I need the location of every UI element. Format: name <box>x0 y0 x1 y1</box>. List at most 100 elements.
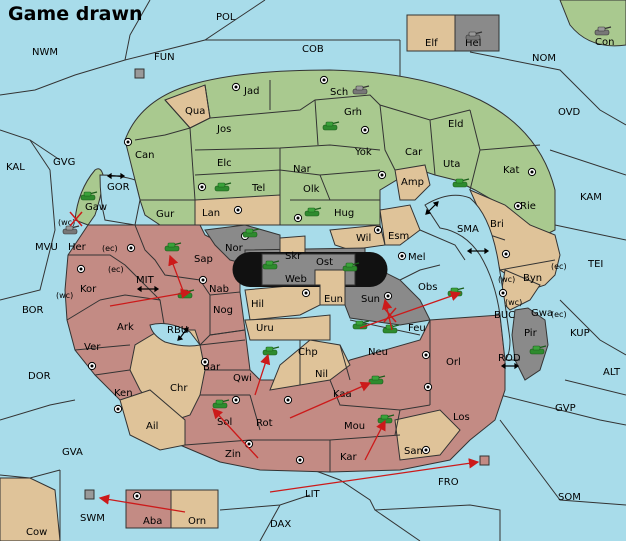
label-grh: Grh <box>344 107 362 118</box>
label-swm: SWM <box>80 513 105 524</box>
label-byn-ec: (ec) <box>551 262 567 271</box>
label-car: Car <box>405 147 423 158</box>
label-gwa-wc: (wc) <box>505 298 522 307</box>
label-los: Los <box>453 412 470 423</box>
continent <box>64 69 561 473</box>
label-lan: Lan <box>202 208 220 219</box>
label-eun: Eun <box>324 294 343 305</box>
label-uta: Uta <box>443 159 460 170</box>
label-kor-wc: (wc) <box>56 291 73 300</box>
game-title: Game drawn <box>8 3 143 25</box>
label-gaw: Gaw <box>85 202 107 213</box>
sea-rbu[interactable] <box>149 323 201 347</box>
label-olk: Olk <box>303 184 320 195</box>
label-bor: BOR <box>22 305 44 316</box>
label-her: Her <box>68 242 87 253</box>
units <box>62 26 612 500</box>
label-bri: Bri <box>490 219 504 230</box>
label-tel: Tel <box>251 183 265 194</box>
label-ail: Ail <box>146 421 158 432</box>
label-rie: Rie <box>520 201 536 212</box>
label-ken: Ken <box>114 388 133 399</box>
region-labels: POL NWM FUN COB NOM Con Elf Hel OVD KAL … <box>6 12 621 538</box>
label-esm: Esm <box>388 231 409 242</box>
label-buc: BUC <box>494 310 515 321</box>
region-orn[interactable] <box>170 489 219 529</box>
label-qwi: Qwi <box>233 373 252 384</box>
label-jos: Jos <box>216 124 231 135</box>
label-dor: DOR <box>28 371 51 382</box>
label-wil: Wil <box>356 233 371 244</box>
label-ark: Ark <box>117 322 134 333</box>
label-pol: POL <box>216 12 236 23</box>
label-mou: Mou <box>344 421 365 432</box>
label-rot: Rot <box>256 418 273 429</box>
label-nar: Nar <box>293 164 312 175</box>
label-nom: NOM <box>532 53 556 64</box>
label-kat: Kat <box>503 165 520 176</box>
label-orl: Orl <box>446 357 461 368</box>
label-amp: Amp <box>401 177 424 188</box>
label-kor-ec: (ec) <box>108 265 124 274</box>
label-skr: Skr <box>285 251 302 262</box>
label-lit: LIT <box>305 489 321 500</box>
label-mit: MIT <box>136 275 155 286</box>
label-gor: GOR <box>107 182 130 193</box>
label-gvg: GVG <box>53 157 75 168</box>
label-sam: Sam <box>404 446 426 457</box>
label-ver: Ver <box>84 342 101 353</box>
label-zin: Zin <box>225 449 241 460</box>
label-hug: Hug <box>334 208 354 219</box>
label-byn: Byn <box>523 273 542 284</box>
label-kar: Kar <box>340 452 358 463</box>
label-nab: Nab <box>209 284 229 295</box>
label-aba: Aba <box>143 516 162 527</box>
label-rbu: RBU <box>167 325 188 336</box>
label-chp: Chp <box>298 347 318 358</box>
label-can: Can <box>135 150 154 161</box>
order-arrows <box>98 254 480 513</box>
label-gaw-wc: (wc) <box>58 218 75 227</box>
label-cob: COB <box>302 44 324 55</box>
label-yok: Yok <box>354 147 372 158</box>
label-dax: DAX <box>270 519 291 530</box>
label-mvu: MVU <box>35 242 58 253</box>
sea-sma[interactable] <box>424 194 511 362</box>
label-kup: KUP <box>570 328 590 339</box>
label-alt: ALT <box>603 367 621 378</box>
label-rod: ROD <box>498 353 521 364</box>
label-feu: Feu <box>408 323 426 334</box>
label-nor: Nor <box>225 243 244 254</box>
label-mel: Mel <box>408 252 426 263</box>
dislodge-marks <box>69 211 397 323</box>
label-kam: KAM <box>580 192 602 203</box>
label-sun: Sun <box>361 294 380 305</box>
label-hel: Hel <box>465 38 481 49</box>
label-gvp: GVP <box>555 403 576 414</box>
label-nog: Nog <box>213 305 233 316</box>
label-gva: GVA <box>62 447 83 458</box>
label-sch: Sch <box>330 87 348 98</box>
label-neu: Neu <box>368 347 388 358</box>
label-web: Web <box>285 274 307 285</box>
label-elc: Elc <box>217 158 232 169</box>
passages <box>106 172 520 370</box>
label-obs: Obs <box>418 282 437 293</box>
region-cow[interactable] <box>0 477 61 542</box>
label-hil: Hil <box>251 299 264 310</box>
label-con: Con <box>595 37 614 48</box>
label-gwa: Gwa <box>531 308 553 319</box>
label-fro: FRO <box>438 477 459 488</box>
label-orn: Orn <box>188 516 206 527</box>
label-pir: Pir <box>524 328 538 339</box>
label-som: SOM <box>558 492 581 503</box>
region-elf[interactable] <box>406 14 456 52</box>
label-elf: Elf <box>425 38 438 49</box>
label-nwm: NWM <box>32 47 58 58</box>
label-sap: Sap <box>194 254 213 265</box>
label-jad: Jad <box>243 86 259 97</box>
label-fun: FUN <box>154 52 175 63</box>
